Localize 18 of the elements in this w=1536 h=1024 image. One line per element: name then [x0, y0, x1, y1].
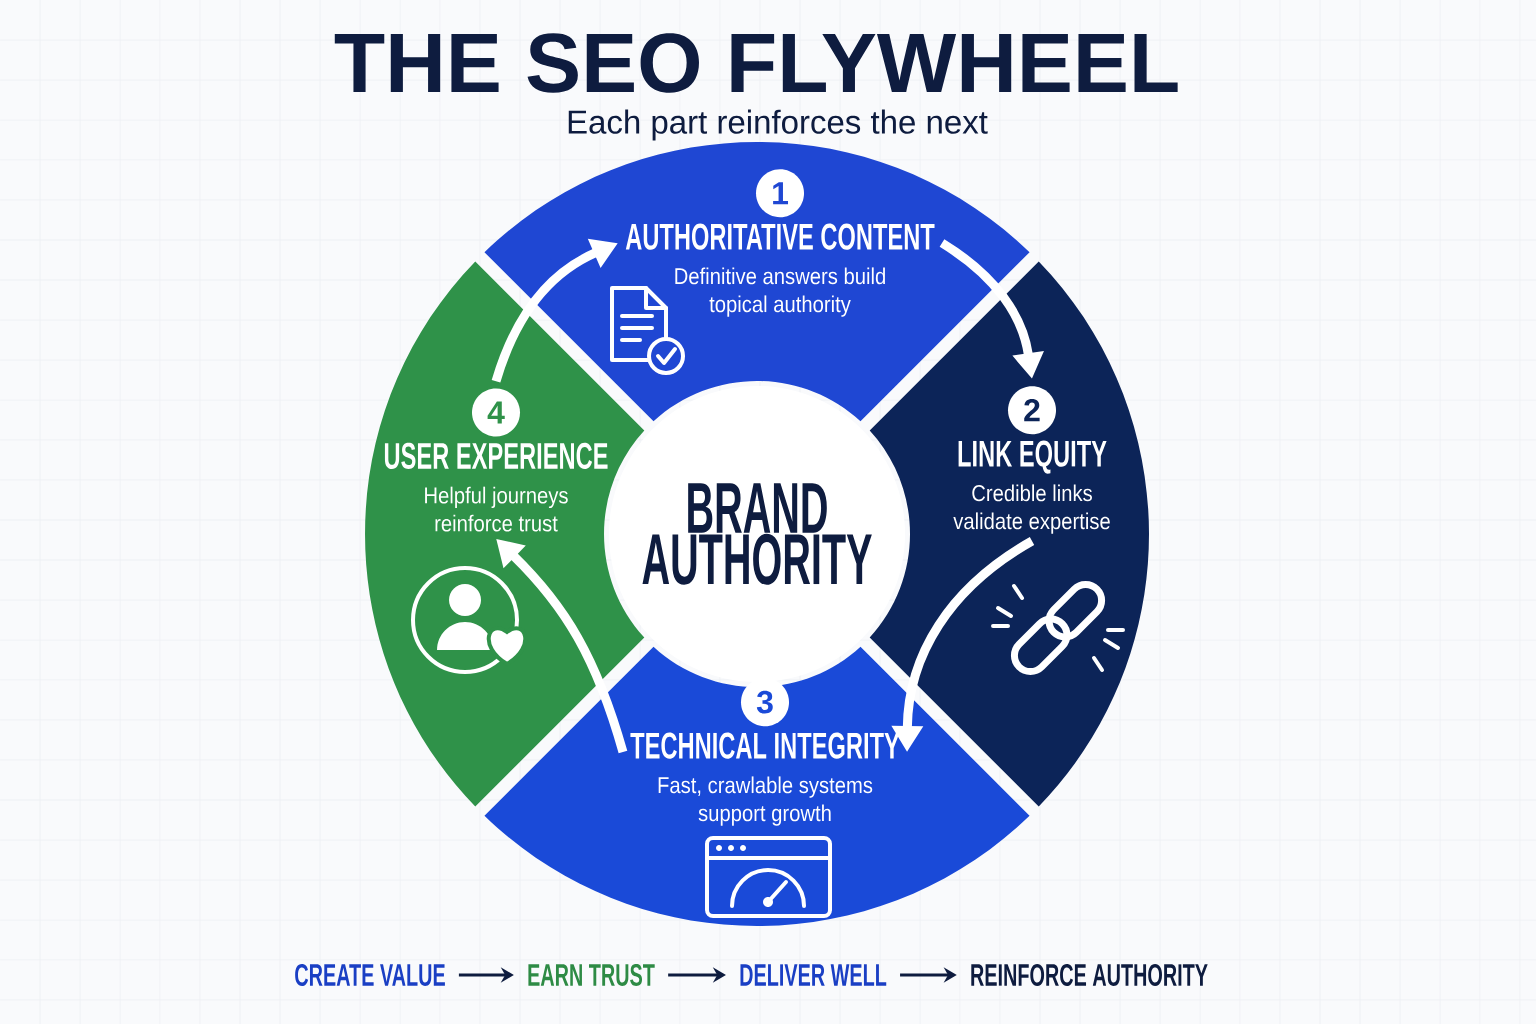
- step-label: REINFORCE AUTHORITY: [971, 964, 1208, 986]
- step-label: CREATE VALUE: [295, 964, 445, 986]
- step-number: 4: [472, 388, 520, 437]
- segment-title: TECHNICAL INTEGRITY: [630, 732, 900, 759]
- step-number: 2: [1008, 386, 1056, 435]
- segment-description: Credible links validate expertise: [953, 484, 1110, 534]
- step-label: EARN TRUST: [528, 964, 655, 986]
- segment-title: AUTHORITATIVE CONTENT: [625, 223, 935, 250]
- segment-description: Definitive answers build topical authority: [675, 267, 885, 317]
- step-number: 1: [756, 169, 804, 218]
- step-label: DELIVER WELL: [740, 964, 887, 986]
- segment-title: USER EXPERIENCE: [384, 442, 608, 470]
- segment-title: LINK EQUITY: [958, 440, 1107, 474]
- title: THE SEO FLYWHEEL: [334, 33, 1178, 93]
- segment-description: Fast, crawlable systems support growth: [658, 776, 873, 826]
- segment: [484, 646, 1030, 926]
- step-number: 3: [741, 678, 789, 727]
- segment-description: Helpful journeys reinforce trust: [425, 486, 568, 532]
